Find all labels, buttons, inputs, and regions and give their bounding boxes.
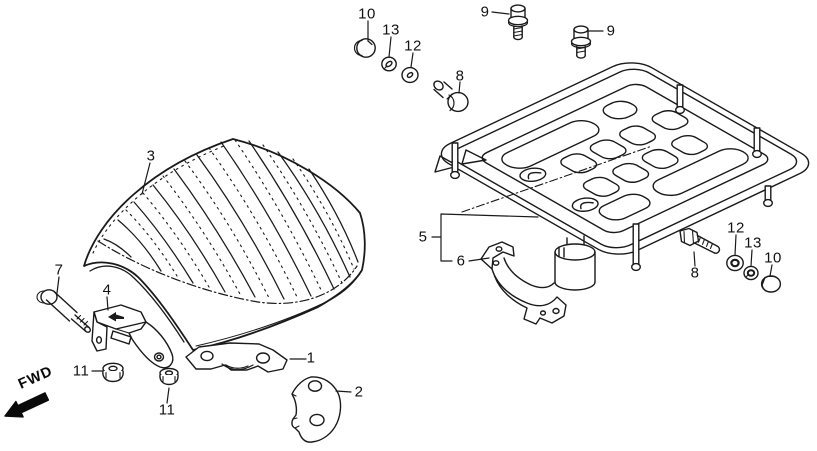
hinge-bolt-part-7 (36, 289, 91, 333)
flange-bolt-part-9-right (570, 25, 592, 59)
callout-6: 6 (456, 252, 466, 270)
callout-11-left: 11 (72, 362, 90, 380)
flat-washer-part-12-right (726, 254, 744, 272)
cap-nut-part-10-right (760, 275, 782, 293)
callout-2: 2 (354, 383, 364, 401)
seat-bushing-cylinder (554, 243, 596, 261)
callout-13-top: 13 (382, 21, 400, 39)
callout-8-top: 8 (455, 67, 465, 85)
luggage-rack-part-5 (430, 57, 817, 270)
flange-nut-part-11-right (159, 367, 179, 386)
seat-ribs (103, 140, 359, 300)
callout-11-right: 11 (158, 401, 176, 419)
callout-1: 1 (306, 349, 316, 367)
seat-part-3 (83, 138, 366, 351)
callout-8-right: 8 (690, 264, 700, 282)
fwd-arrow-icon (4, 392, 50, 418)
callout-5: 5 (418, 228, 428, 246)
callout-3: 3 (146, 147, 156, 165)
rack-legs (450, 84, 774, 272)
callout-12-right: 12 (727, 219, 745, 237)
seat-hinge-plate-part-1 (185, 342, 288, 373)
carrier-bracket-part-6 (480, 235, 596, 325)
flat-washer-part-12-top (401, 66, 419, 84)
callout-7: 7 (54, 261, 64, 279)
flange-nut-part-11-left (102, 362, 124, 383)
rack-corner-brace (434, 155, 459, 173)
callout-4: 4 (102, 281, 112, 299)
hex-bolt-part-8-top (433, 80, 469, 113)
spring-washer-part-13-top (381, 56, 397, 72)
callout-13-right: 13 (744, 234, 762, 252)
seat-rib-stitching (92, 139, 355, 299)
spring-washer-part-13-right (743, 265, 759, 281)
callout-10-top: 10 (358, 5, 376, 23)
callout-9-left: 9 (480, 3, 490, 21)
rack-corner-brace (461, 149, 487, 165)
seat-piping-line (97, 240, 358, 305)
flange-bolt-part-9-left (507, 4, 529, 41)
leader-lines (56, 11, 773, 404)
hinge-bracket-part-4 (91, 304, 174, 369)
callout-10-right: 10 (764, 249, 782, 267)
hex-bolt-part-8-right (679, 227, 721, 254)
bracket-arrow-mark (108, 312, 124, 322)
rack-grommet-hole (567, 195, 603, 214)
callout-12-top: 12 (404, 37, 422, 55)
seat-catch-plate-part-2 (291, 376, 342, 443)
cap-nut-part-10-top (353, 38, 376, 58)
callout-9-right: 9 (606, 22, 616, 40)
rack-grommet-hole (515, 165, 551, 184)
